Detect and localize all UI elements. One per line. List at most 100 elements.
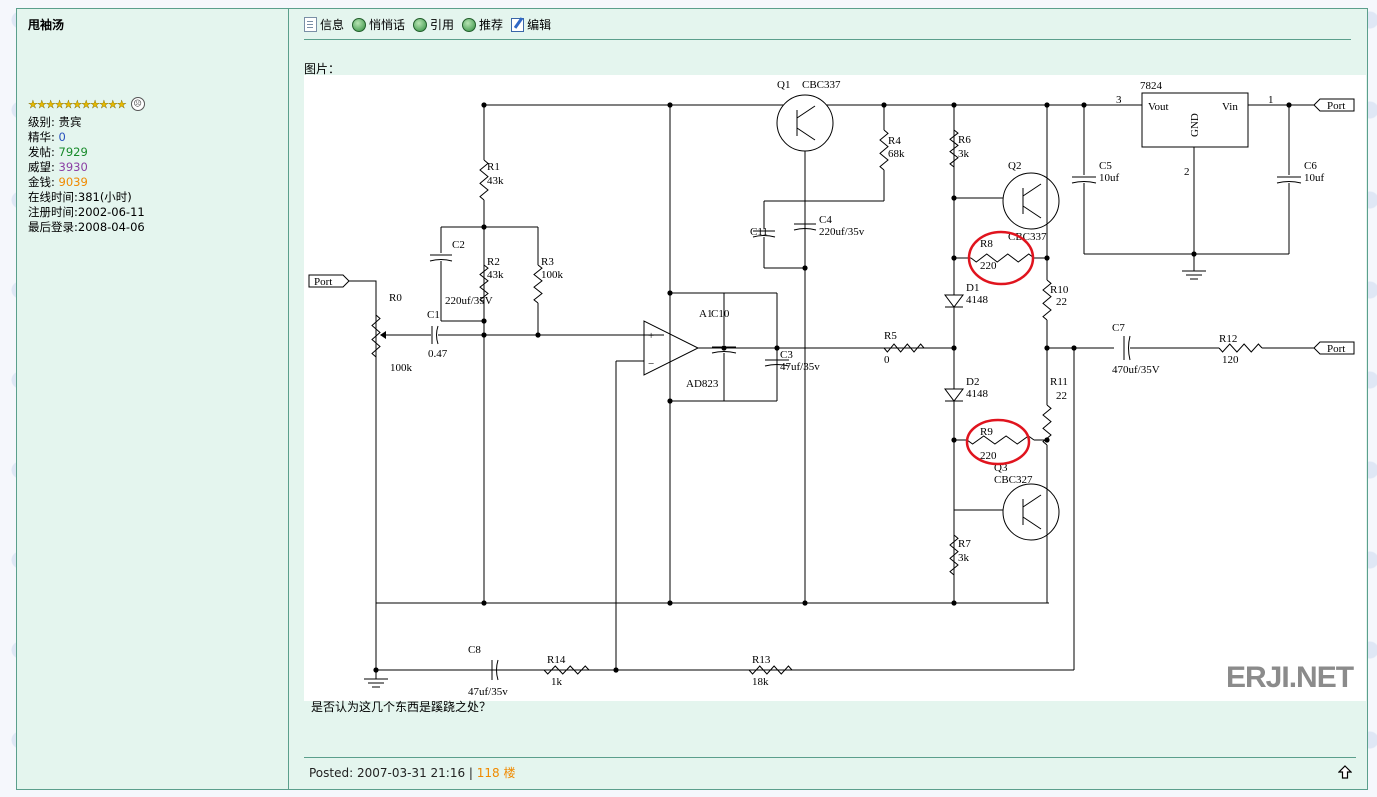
junction-dot: [373, 667, 379, 673]
schematic-label: CBC337: [1008, 231, 1047, 243]
floor-number[interactable]: 118 楼: [476, 766, 516, 780]
schematic-label: R9: [980, 426, 993, 438]
resistor: [371, 314, 381, 358]
junction-dot: [1286, 102, 1292, 108]
diode: [944, 388, 964, 402]
quote-button[interactable]: 引用: [413, 16, 454, 33]
edit-label: 编辑: [527, 18, 552, 32]
wire: [1022, 205, 1042, 219]
schematic-label: C5: [1099, 160, 1112, 172]
schematic-label: C2: [452, 239, 465, 251]
pot-wiper: [380, 331, 386, 339]
stat-label: 发帖:: [28, 145, 59, 159]
schematic-label: R13: [752, 654, 771, 666]
diode: [944, 294, 964, 308]
info-button[interactable]: 信息: [304, 16, 344, 33]
junction-dot: [1081, 102, 1087, 108]
stat-label: 注册时间:: [28, 205, 78, 219]
wire: [1022, 516, 1042, 530]
port-connector: [308, 274, 350, 288]
schematic-label: R7: [958, 538, 971, 550]
junction-dot: [802, 265, 808, 271]
stat-label: 金钱:: [28, 175, 59, 189]
schematic-label: −: [648, 358, 654, 370]
resistor: [949, 534, 959, 576]
wire: [1022, 183, 1042, 197]
schematic-label: R11: [1050, 376, 1068, 388]
schematic-label: 68k: [888, 148, 905, 160]
author-username[interactable]: 甩袖汤: [28, 18, 65, 32]
stat-row: 精华: 0: [28, 130, 145, 145]
globe-icon: [413, 17, 428, 32]
schematic-label: 220uf/35v: [819, 226, 865, 238]
resistor: [966, 435, 1035, 445]
resistor: [748, 665, 793, 675]
whisper-button[interactable]: 悄悄话: [352, 16, 405, 33]
post-footer: Posted: 2007-03-31 21:16 | 118 楼: [309, 764, 516, 781]
transistor: [776, 94, 834, 152]
schematic-label: 22: [1056, 390, 1067, 402]
schematic-label: C4: [819, 214, 832, 226]
junction-dot: [613, 667, 619, 673]
stat-value: 9039: [58, 175, 88, 189]
star-icon: ★: [72, 98, 82, 111]
resistor: [543, 665, 590, 675]
transistor: [1002, 172, 1060, 230]
schematic-label: 0: [884, 354, 890, 366]
wire: [349, 280, 377, 315]
schematic-label: Q2: [1008, 160, 1021, 172]
schematic-label: Q1: [777, 79, 790, 91]
schematic-label: C7: [1112, 322, 1125, 334]
stat-value: 0: [58, 130, 66, 144]
globe-icon: [462, 17, 477, 32]
highlight-circle-r9: [965, 418, 1031, 466]
recommend-button[interactable]: 推荐: [462, 16, 503, 33]
schematic-label: D1: [966, 282, 979, 294]
stat-value: 381(小时): [77, 190, 132, 204]
back-to-top-icon[interactable]: [1338, 765, 1352, 779]
wire: [1022, 494, 1042, 508]
stat-value: 7929: [58, 145, 88, 159]
schematic-label: 43k: [487, 175, 504, 187]
resistor: [1042, 404, 1052, 446]
stat-row: 发帖: 7929: [28, 145, 145, 160]
schematic-label: D2: [966, 376, 979, 388]
star-icon: ★: [107, 98, 118, 111]
junction-dot: [1044, 102, 1050, 108]
highlight-circle-r8: [967, 230, 1035, 286]
junction-dot: [1044, 437, 1050, 443]
schematic-label: CBC327: [994, 474, 1033, 486]
stat-row: 在线时间:381(小时): [28, 190, 145, 205]
edit-icon: [511, 17, 525, 32]
document-icon: [304, 17, 317, 32]
schematic-label: 120: [1222, 354, 1239, 366]
schematic-label: R14: [547, 654, 566, 666]
schematic-label: CBC337: [802, 79, 841, 91]
schematic-label: 3: [1116, 94, 1122, 106]
schematic-label: R3: [541, 256, 554, 268]
capacitor: [752, 235, 776, 238]
schematic-label: 220: [980, 450, 997, 462]
watermark-logo: ERJI.NET: [1226, 661, 1354, 694]
resistor: [1042, 279, 1052, 321]
smiley-icon: ☹: [130, 97, 145, 111]
resistor: [879, 129, 889, 171]
junction-dot: [721, 345, 727, 351]
stat-value: 2002-06-11: [77, 205, 145, 219]
toolbar-divider: [304, 39, 1351, 40]
schematic-label: 1k: [551, 676, 563, 688]
resistor: [479, 159, 489, 201]
edit-button[interactable]: 编辑: [511, 16, 551, 33]
resistor: [479, 264, 489, 304]
capacitor: [764, 364, 790, 367]
stat-row: 金钱: 9039: [28, 175, 145, 190]
regulator-7824: [1141, 92, 1249, 148]
schematic-label: +: [648, 330, 654, 342]
resistor: [533, 264, 543, 304]
schematic-label: C11: [750, 226, 768, 238]
schematic-label: 22: [1056, 296, 1067, 308]
